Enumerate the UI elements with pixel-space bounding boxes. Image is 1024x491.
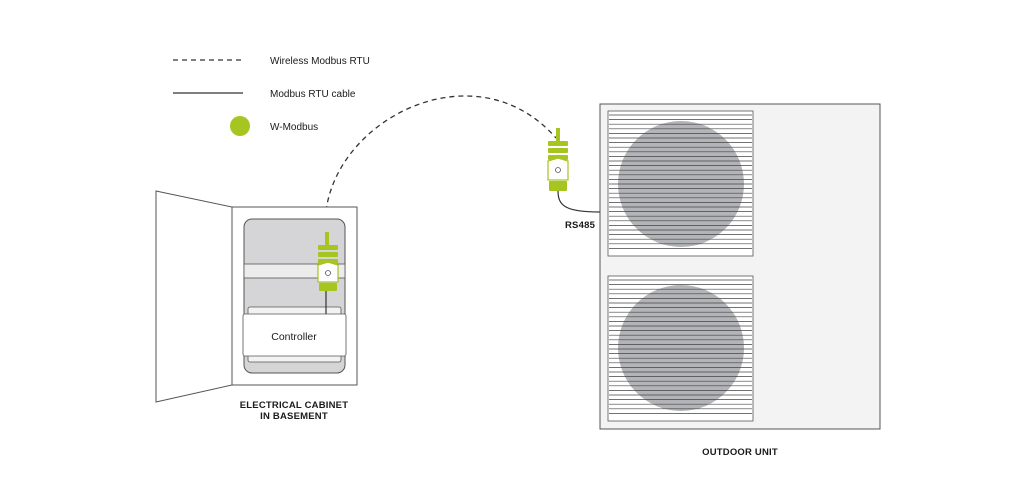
legend-device-dot [230, 116, 250, 136]
rs485-label: RS485 [565, 220, 596, 231]
status-led [555, 167, 561, 173]
legend-wireless-label: Wireless Modbus RTU [270, 56, 370, 67]
outdoor-unit-caption: OUTDOOR UNIT [702, 447, 778, 458]
wireless-link [324, 95, 557, 239]
antenna [325, 232, 329, 246]
antenna [556, 128, 560, 142]
controller-box [242, 313, 347, 357]
w-modbus-device-cabinet [317, 232, 339, 291]
modbus-cable-outdoor [557, 190, 601, 213]
electrical-cabinet: Controller ELECTRICAL CABINET IN BASEMEN… [155, 190, 358, 422]
fan-bottom [607, 275, 754, 422]
status-led [325, 270, 331, 276]
legend-device-label: W-Modbus [270, 122, 318, 133]
cabinet-caption-line1: ELECTRICAL CABINET [240, 400, 348, 411]
controller-label: Controller [271, 331, 317, 343]
fan-bottom-blade-area [618, 285, 744, 411]
fan-top [607, 110, 754, 257]
cabinet-door [155, 190, 233, 403]
outdoor-unit [599, 103, 881, 430]
legend-cable-label: Modbus RTU cable [270, 89, 356, 100]
cabinet-caption-line2: IN BASEMENT [260, 411, 328, 422]
legend: Wireless Modbus RTU Modbus RTU cable W-M… [173, 56, 370, 136]
w-modbus-device-outdoor [547, 128, 569, 191]
